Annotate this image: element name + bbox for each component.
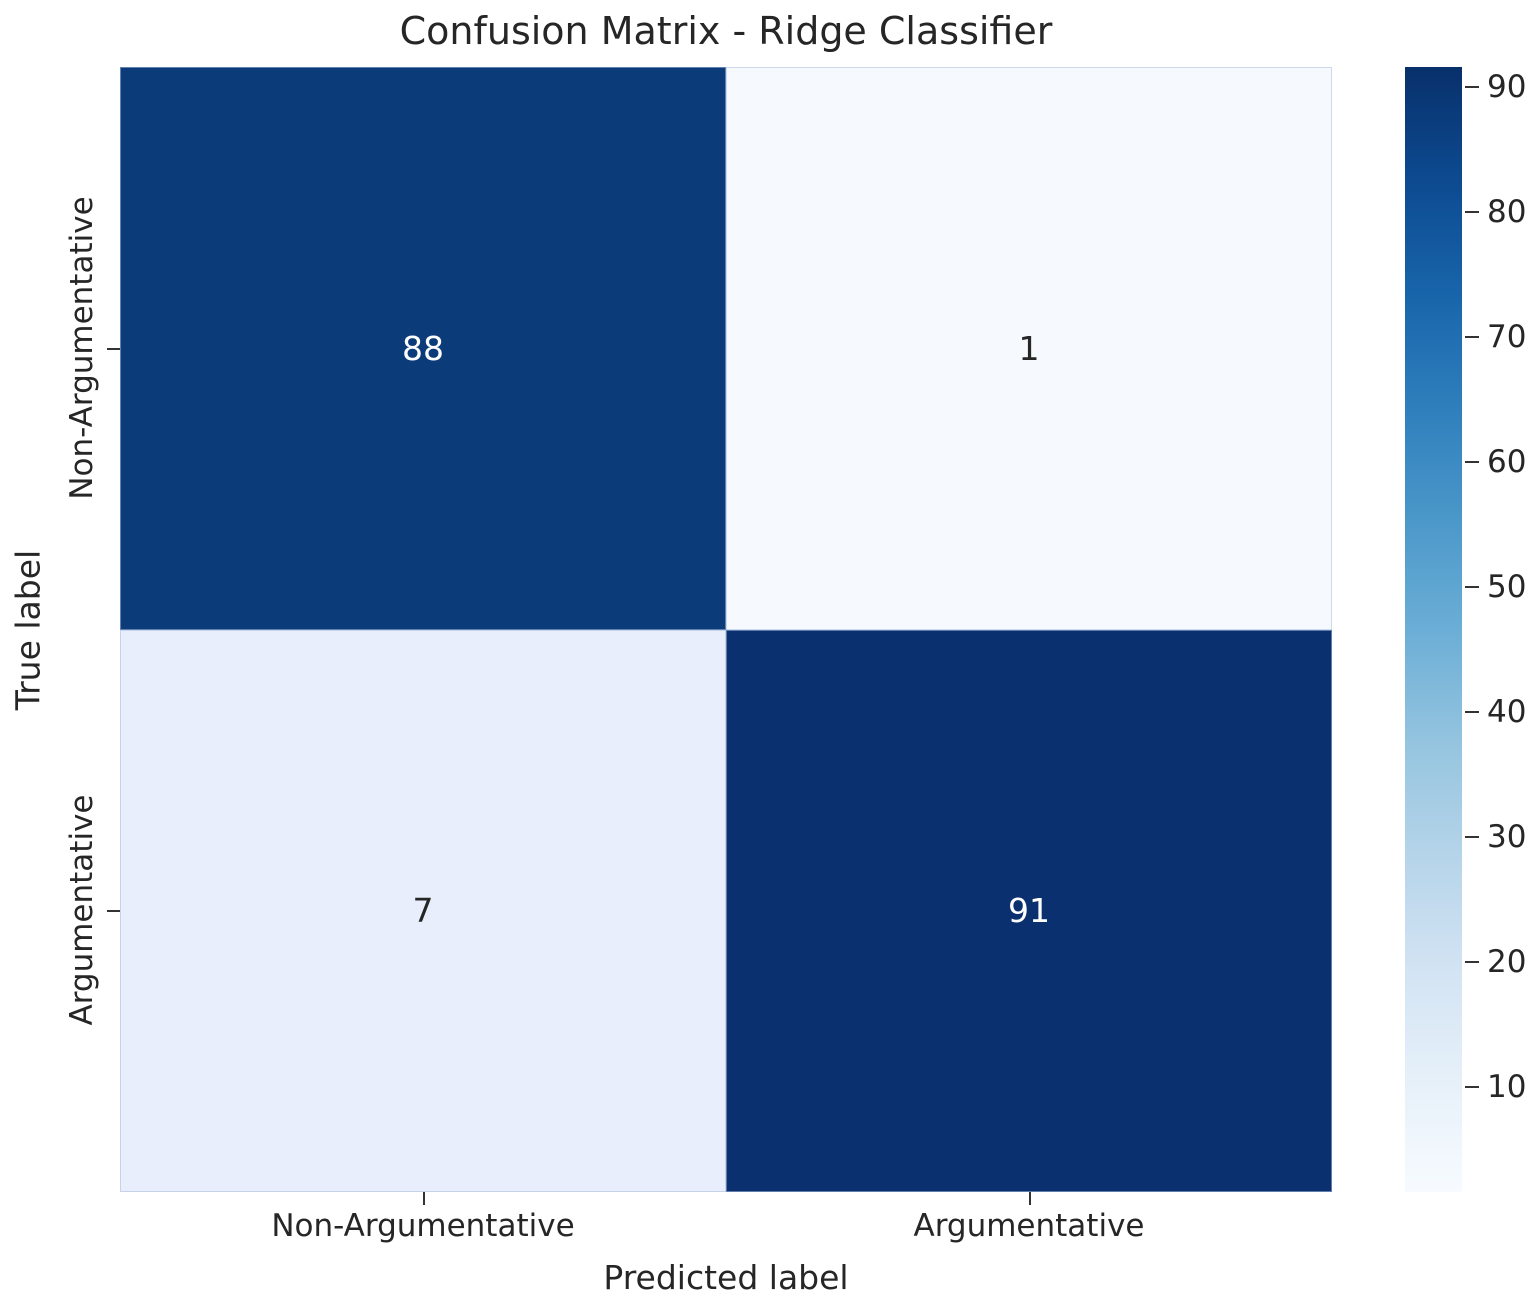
matrix-cell-true-nonarg-pred-arg: 1 <box>726 67 1332 630</box>
colorbar-tick-label-90: 90 <box>1487 69 1527 105</box>
confusion-matrix-heatmap: 88 1 7 91 <box>120 67 1332 1192</box>
colorbar-tick-label-30: 30 <box>1487 819 1527 855</box>
y-axis-title: True label <box>8 549 48 711</box>
colorbar-tick-mark-30 <box>1465 836 1479 838</box>
colorbar-tick-label-40: 40 <box>1487 694 1527 730</box>
colorbar-tick-mark-90 <box>1465 86 1479 88</box>
x-tick-mark-0 <box>423 1192 425 1205</box>
colorbar-tick-label-70: 70 <box>1487 319 1527 355</box>
colorbar-tick-mark-60 <box>1465 461 1479 463</box>
x-tick-mark-1 <box>1029 1192 1031 1205</box>
colorbar-tick-mark-20 <box>1465 961 1479 963</box>
colorbar-tick-mark-10 <box>1465 1086 1479 1088</box>
cell-value: 88 <box>402 328 444 368</box>
cell-value: 1 <box>1018 328 1040 368</box>
x-tick-label-non-argumentative: Non-Argumentative <box>271 1208 575 1244</box>
y-tick-label-non-argumentative: Non-Argumentative <box>64 196 100 500</box>
colorbar-tick-mark-50 <box>1465 586 1479 588</box>
y-tick-mark-1 <box>107 910 120 912</box>
colorbar-tick-mark-70 <box>1465 336 1479 338</box>
colorbar-tick-mark-80 <box>1465 211 1479 213</box>
colorbar-gradient <box>1405 67 1462 1192</box>
colorbar <box>1405 67 1462 1192</box>
colorbar-tick-label-50: 50 <box>1487 569 1527 605</box>
colorbar-tick-label-10: 10 <box>1487 1069 1527 1105</box>
matrix-cell-true-nonarg-pred-nonarg: 88 <box>120 67 726 630</box>
colorbar-tick-label-60: 60 <box>1487 444 1527 480</box>
cell-value: 91 <box>1008 891 1050 931</box>
x-tick-label-argumentative: Argumentative <box>913 1208 1145 1244</box>
chart-title: Confusion Matrix - Ridge Classifier <box>399 9 1053 53</box>
y-tick-mark-0 <box>107 348 120 350</box>
y-tick-label-argumentative: Argumentative <box>64 794 100 1026</box>
cell-value: 7 <box>412 891 434 931</box>
colorbar-tick-mark-40 <box>1465 711 1479 713</box>
x-axis-title: Predicted label <box>603 1258 849 1297</box>
matrix-cell-true-arg-pred-nonarg: 7 <box>120 629 726 1192</box>
matrix-cell-true-arg-pred-arg: 91 <box>726 629 1332 1192</box>
colorbar-tick-label-80: 80 <box>1487 194 1527 230</box>
colorbar-tick-label-20: 20 <box>1487 944 1527 980</box>
